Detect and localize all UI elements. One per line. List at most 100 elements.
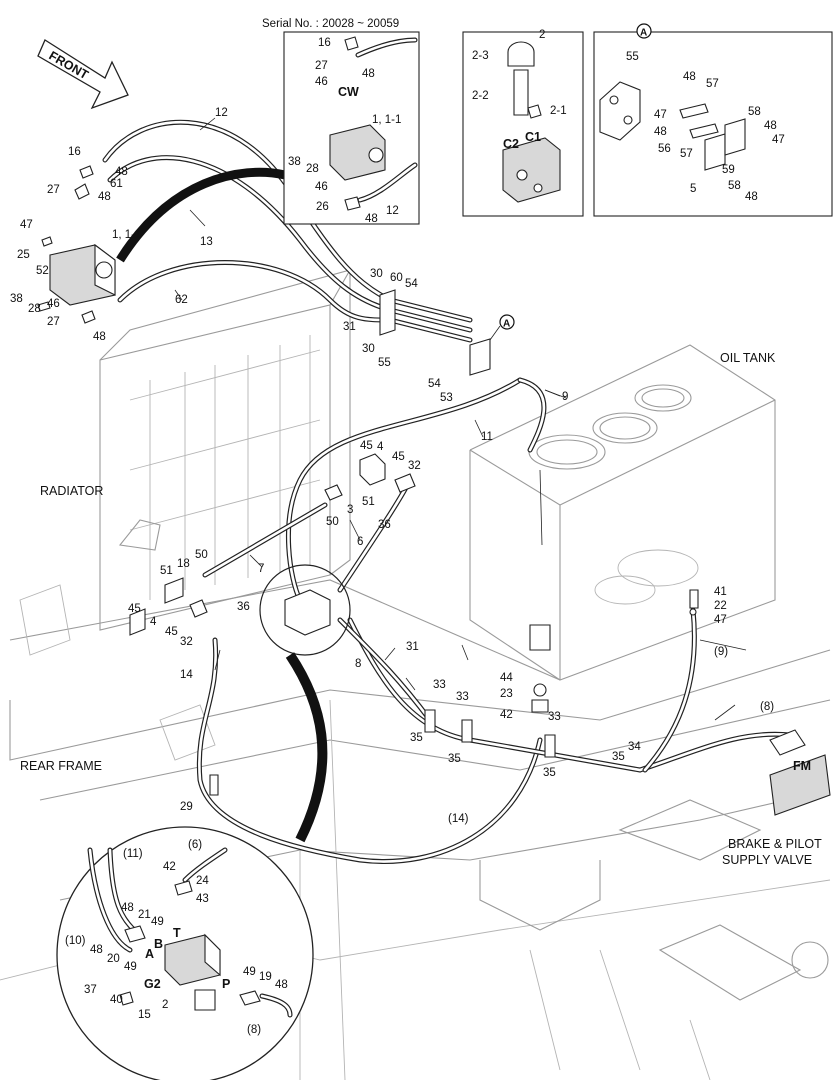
callout-45-a: 45 [360, 440, 373, 452]
callout-42-a: 42 [500, 709, 513, 721]
detail-port-a: A [145, 947, 154, 961]
detail-callout-6: (6) [188, 839, 202, 851]
callout-54-b: 54 [428, 378, 441, 390]
serial-note: Serial No. : 20028 ~ 20059 [262, 18, 399, 30]
inset-callout-28: 28 [306, 163, 319, 175]
inset-callout-48-b: 48 [365, 213, 378, 225]
inset-a-callout-47-b: 47 [772, 134, 785, 146]
detail-callout-49-c: 49 [243, 966, 256, 978]
callout-33-a: 33 [433, 679, 446, 691]
caption-fm: FM [793, 759, 811, 773]
inset-callout-26: 26 [316, 201, 329, 213]
callout-48-c: 48 [93, 331, 106, 343]
callout-33-b: 33 [456, 691, 469, 703]
detail-callout-15: 15 [138, 1009, 151, 1021]
callout-numbers: 12 13 62 11 9 6 7 14 16 48 61 48 27 47 2… [10, 29, 785, 1036]
callout-33-c: 33 [548, 711, 561, 723]
inset-a-callout-48-a: 48 [683, 71, 696, 83]
inset-port-c2: C2 [503, 137, 519, 151]
callout-7: 7 [258, 563, 264, 575]
callout-52: 52 [36, 265, 49, 277]
block-fittings [129, 289, 831, 816]
detail-port-t: T [173, 926, 181, 940]
inset-callout-2-3: 2-3 [472, 50, 489, 62]
front-arrow: FRONT [37, 39, 129, 110]
callout-9-paren: (9) [714, 646, 728, 658]
inset-callout-2-2: 2-2 [472, 90, 489, 102]
detail-port-g2: G2 [144, 977, 161, 991]
callout-30-a: 30 [370, 268, 383, 280]
callout-54-a: 54 [405, 278, 418, 290]
detail-callout-48-a: 48 [121, 902, 134, 914]
inset-a-callout-57-a: 57 [706, 78, 719, 90]
callout-32-a: 32 [408, 460, 421, 472]
inset-a [593, 31, 833, 217]
callout-18: 18 [177, 558, 190, 570]
caption-brake-valve-1: BRAKE & PILOT [728, 837, 822, 851]
callout-35-b: 35 [448, 753, 461, 765]
callout-45-b: 45 [392, 451, 405, 463]
callout-28-a: 28 [28, 303, 41, 315]
inset-a-callout-48-d: 48 [745, 191, 758, 203]
inset-callout-46-b: 46 [315, 181, 328, 193]
captions: RADIATOR OIL TANK REAR FRAME BRAKE & PIL… [20, 351, 822, 867]
callout-1-1-1-main: 1, 1-1 [112, 229, 141, 241]
detail-callout-8: (8) [247, 1024, 261, 1036]
ref-a-markers: A A [489, 23, 652, 341]
detail-callout-24: 24 [196, 875, 209, 887]
detail-callout-19: 19 [259, 971, 272, 983]
callout-8-paren: (8) [760, 701, 774, 713]
callout-61: 61 [110, 178, 123, 190]
inset-a-callout-5: 5 [690, 183, 696, 195]
callout-14-paren: (14) [448, 813, 469, 825]
inset-a-callout-47-a: 47 [654, 109, 667, 121]
caption-radiator: RADIATOR [40, 484, 103, 498]
callout-44: 44 [500, 672, 513, 684]
callout-50-b: 50 [195, 549, 208, 561]
callout-35-a: 35 [410, 732, 423, 744]
callout-4-a: 4 [377, 441, 384, 453]
callout-27-a: 27 [47, 184, 60, 196]
ref-a-main: A [503, 319, 510, 330]
inset-a-callout-57-b: 57 [680, 148, 693, 160]
callout-32-b: 32 [180, 636, 193, 648]
callout-6: 6 [357, 536, 363, 548]
detail-callout-49-b: 49 [124, 961, 137, 973]
callout-48-b: 48 [98, 191, 111, 203]
detail-port-b: B [154, 937, 163, 951]
ref-a-inset: A [640, 28, 647, 39]
detail-callout-43: 43 [196, 893, 209, 905]
callout-62: 62 [175, 294, 188, 306]
callout-45-d: 45 [165, 626, 178, 638]
hoses [102, 119, 793, 864]
detail-callout-2: 2 [162, 999, 168, 1011]
callout-30-b: 30 [362, 343, 375, 355]
pilot-block-callout [56, 564, 351, 1080]
leader-lines [174, 117, 747, 721]
callout-13: 13 [200, 236, 213, 248]
callout-29: 29 [180, 801, 193, 813]
callout-23: 23 [500, 688, 513, 700]
callout-36-a: 36 [378, 519, 391, 531]
callout-16: 16 [68, 146, 81, 158]
inset-callout-46-a: 46 [315, 76, 328, 88]
inset-a-callout-48-c: 48 [764, 120, 777, 132]
caption-oil-tank: OIL TANK [720, 351, 776, 365]
detail-callout-40: 40 [110, 994, 123, 1006]
callout-22: 22 [714, 600, 727, 612]
inset-a-callout-58-a: 58 [748, 106, 761, 118]
callout-38-a: 38 [10, 293, 23, 305]
detail-callout-49-a: 49 [151, 916, 164, 928]
callout-12: 12 [215, 107, 228, 119]
inset-a-callout-56: 56 [658, 143, 671, 155]
caption-rear-frame: REAR FRAME [20, 759, 102, 773]
callout-51-b: 51 [160, 565, 173, 577]
detail-callout-42: 42 [163, 861, 176, 873]
inset-callout-2-1: 2-1 [550, 105, 567, 117]
detail-callout-48-b: 48 [90, 944, 103, 956]
callout-47: 47 [20, 219, 33, 231]
callout-9: 9 [562, 391, 568, 403]
callout-3: 3 [347, 504, 353, 516]
callout-31-a: 31 [343, 321, 356, 333]
